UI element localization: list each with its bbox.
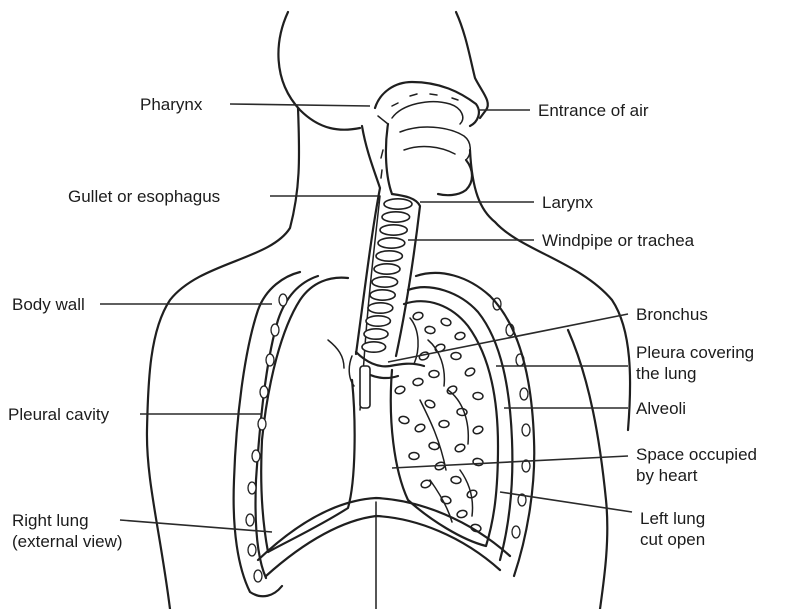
alveoli-label-line: Alveoli — [636, 399, 686, 418]
pleura-covering-the-lung-label: Pleura covering the lung — [636, 343, 754, 383]
alveolus — [473, 392, 483, 400]
trachea-ring — [376, 251, 402, 261]
pharynx-label-line: Pharynx — [140, 95, 203, 114]
trachea-ring — [378, 238, 405, 248]
alveolus — [451, 476, 462, 484]
trachea-ring — [366, 316, 390, 326]
pleura-cell — [522, 424, 530, 436]
alveolus — [439, 420, 449, 427]
alveolus — [457, 408, 467, 416]
pharynx-leader — [230, 104, 370, 106]
pleura-covering-the-lung-label-line: Pleura covering — [636, 343, 754, 362]
left-lung-cut-open-label-line: Left lung — [640, 509, 705, 528]
right-lung-external-view-label: Right lung (external view) — [12, 511, 123, 551]
alveolus — [424, 326, 435, 335]
alveolus — [440, 317, 452, 327]
alveolus — [454, 443, 466, 453]
trachea-ring — [372, 277, 398, 287]
trachea-ring — [364, 329, 388, 339]
pleura-cell — [258, 418, 266, 430]
alveolus — [412, 311, 424, 320]
trachea-ring — [382, 212, 410, 222]
larynx-label-line: Larynx — [542, 193, 594, 212]
left-lung-cut-open-label-line: cut open — [640, 530, 705, 549]
right-lung-external-view-label-line: Right lung — [12, 511, 89, 530]
entrance-of-air-label-line: Entrance of air — [538, 101, 649, 120]
trachea-ring — [380, 225, 407, 235]
trachea-ring — [384, 199, 412, 209]
pleura-cell — [271, 324, 279, 336]
alveolus — [472, 425, 484, 435]
pleura-cell — [266, 354, 274, 366]
alveolus — [446, 385, 458, 396]
bronchus-label: Bronchus — [636, 305, 708, 324]
pleura-cell — [520, 388, 528, 400]
pleural-cavity-label-line: Pleural cavity — [8, 405, 110, 424]
space-occupied-by-heart-label-line: Space occupied — [636, 445, 757, 464]
trachea-rings — [362, 199, 412, 352]
larynx-label: Larynx — [542, 193, 594, 212]
space-occupied-by-heart-leader — [392, 456, 628, 468]
leader-lines — [100, 104, 632, 532]
alveolus — [412, 378, 423, 387]
alveolus — [456, 509, 467, 518]
pleura-cell — [246, 514, 254, 526]
alveolus — [409, 453, 419, 460]
pleura-cell — [279, 294, 287, 306]
alveolus — [394, 385, 406, 395]
alveolus — [464, 367, 476, 378]
right-lung-external-view-label-line: (external view) — [12, 532, 123, 551]
left-lung-cut-open-label: Left lung cut open — [640, 509, 705, 549]
space-occupied-by-heart-label-line: by heart — [636, 466, 698, 485]
pleura-cell — [252, 450, 260, 462]
alveolus — [420, 479, 432, 489]
pleura-cell — [260, 386, 268, 398]
body-wall-label-line: Body wall — [12, 295, 85, 314]
gullet-or-esophagus-label: Gullet or esophagus — [68, 187, 220, 206]
alveolus — [454, 331, 465, 340]
trachea-ring — [370, 290, 395, 300]
nasal-and-oral-cavity — [375, 82, 479, 195]
body-wall-label: Body wall — [12, 295, 85, 314]
pleura-cell — [248, 544, 256, 556]
gullet-or-esophagus-label-line: Gullet or esophagus — [68, 187, 220, 206]
pleura-cell — [248, 482, 256, 494]
windpipe-or-trachea-label-line: Windpipe or trachea — [542, 231, 695, 250]
space-occupied-by-heart-label: Space occupied by heart — [636, 445, 757, 485]
windpipe-or-trachea-label: Windpipe or trachea — [542, 231, 695, 250]
alveolus — [429, 370, 439, 377]
trachea-ring — [368, 303, 393, 313]
bronchus-label-line: Bronchus — [636, 305, 708, 324]
alveolus — [472, 458, 483, 467]
pharynx-label: Pharynx — [140, 95, 203, 114]
alveolus — [398, 415, 409, 424]
entrance-of-air-label: Entrance of air — [538, 101, 649, 120]
alveolus — [451, 352, 461, 359]
pleura-cell — [254, 570, 262, 582]
alveolus — [424, 399, 436, 409]
alveolus — [414, 423, 426, 433]
alveolus — [466, 489, 478, 499]
pleura-covering-the-lung-label-line: the lung — [636, 364, 697, 383]
trachea-ring — [362, 342, 386, 352]
pleura-cell — [512, 526, 520, 538]
alveoli-label: Alveoli — [636, 399, 686, 418]
pleural-cavity-label: Pleural cavity — [8, 405, 110, 424]
trachea-ring — [374, 264, 400, 274]
alveolus — [428, 442, 439, 451]
bronchi — [349, 352, 424, 408]
